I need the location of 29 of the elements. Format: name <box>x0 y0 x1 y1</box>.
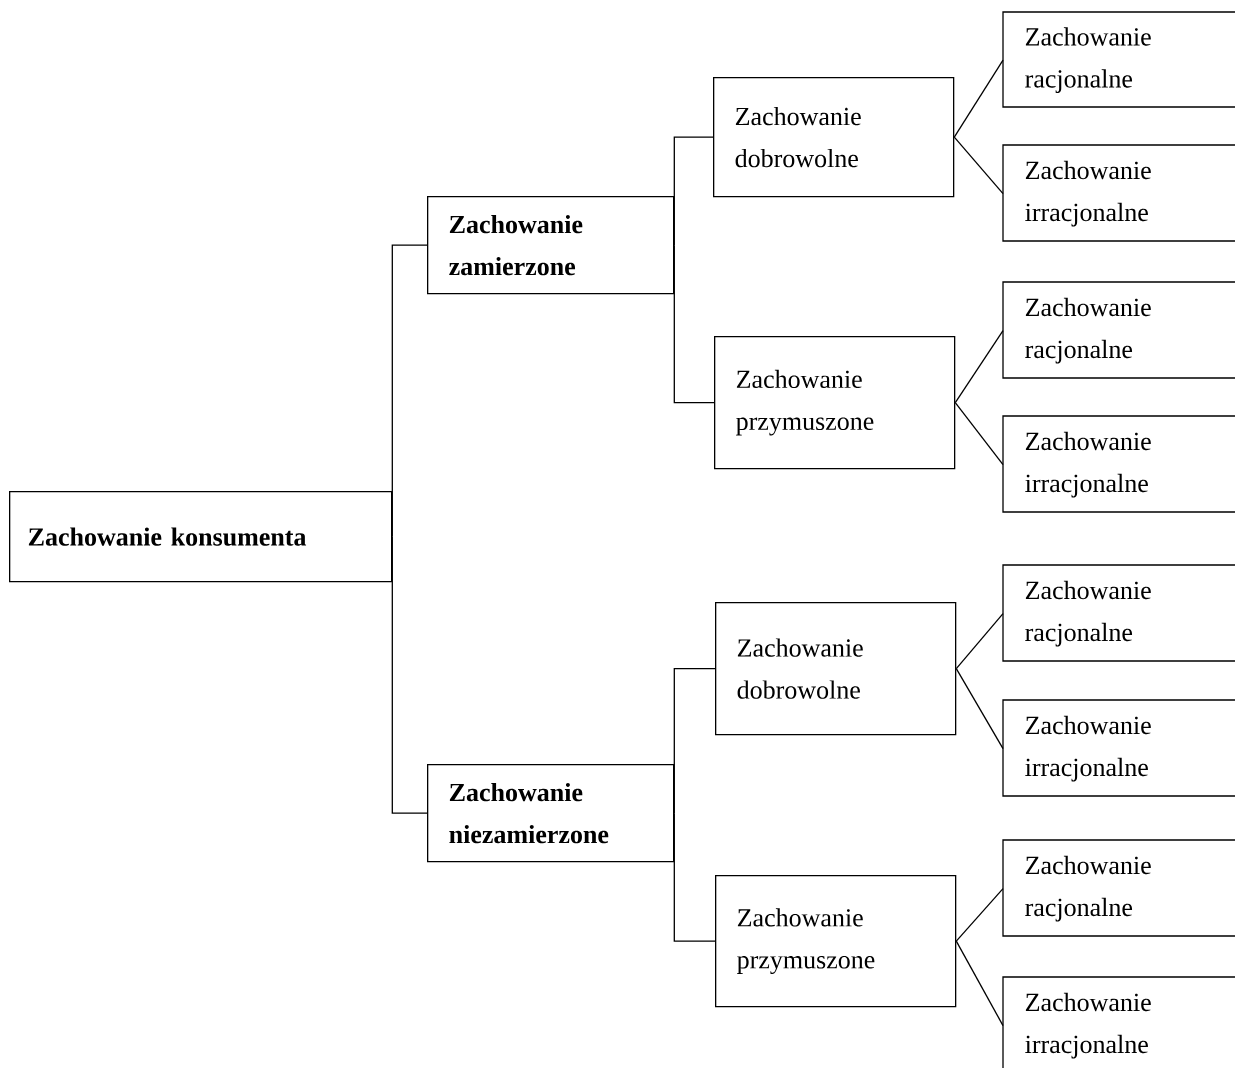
connector-line <box>391 536 428 814</box>
category-box: Zachowanie konsumenta <box>9 491 393 583</box>
category-box: Zachowanie irracjonalne <box>1002 976 1235 1068</box>
category-box: Zachowanie dobrowolne <box>715 602 957 736</box>
connector-line <box>955 940 1004 1027</box>
connector-line <box>953 136 1004 195</box>
connector-line <box>954 402 1004 466</box>
category-box: Zachowanie irracjonalne <box>1002 144 1235 242</box>
connector-line <box>953 59 1004 138</box>
connector-line <box>954 330 1004 404</box>
category-box: Zachowanie racjonalne <box>1002 281 1235 379</box>
connector-line <box>955 613 1004 670</box>
connector-line <box>673 136 714 246</box>
connector-line <box>673 244 715 404</box>
category-box: Zachowanie racjonalne <box>1002 11 1235 108</box>
connector-line <box>673 812 716 942</box>
category-box: Zachowanie zamierzone <box>427 196 675 295</box>
category-box: Zachowanie niezamierzone <box>427 764 675 863</box>
category-box: Zachowanie racjonalne <box>1002 564 1235 662</box>
connector-line <box>391 244 428 538</box>
category-box: Zachowanie irracjonalne <box>1002 699 1235 797</box>
connector-line <box>955 888 1004 942</box>
connector-line <box>955 668 1004 750</box>
category-box: Zachowanie przymuszone <box>715 875 957 1008</box>
category-box: Zachowanie dobrowolne <box>713 77 955 198</box>
category-box: Zachowanie przymuszone <box>714 336 956 470</box>
category-box: Zachowanie racjonalne <box>1002 839 1235 937</box>
category-box: Zachowanie irracjonalne <box>1002 415 1235 513</box>
connector-line <box>673 668 716 814</box>
